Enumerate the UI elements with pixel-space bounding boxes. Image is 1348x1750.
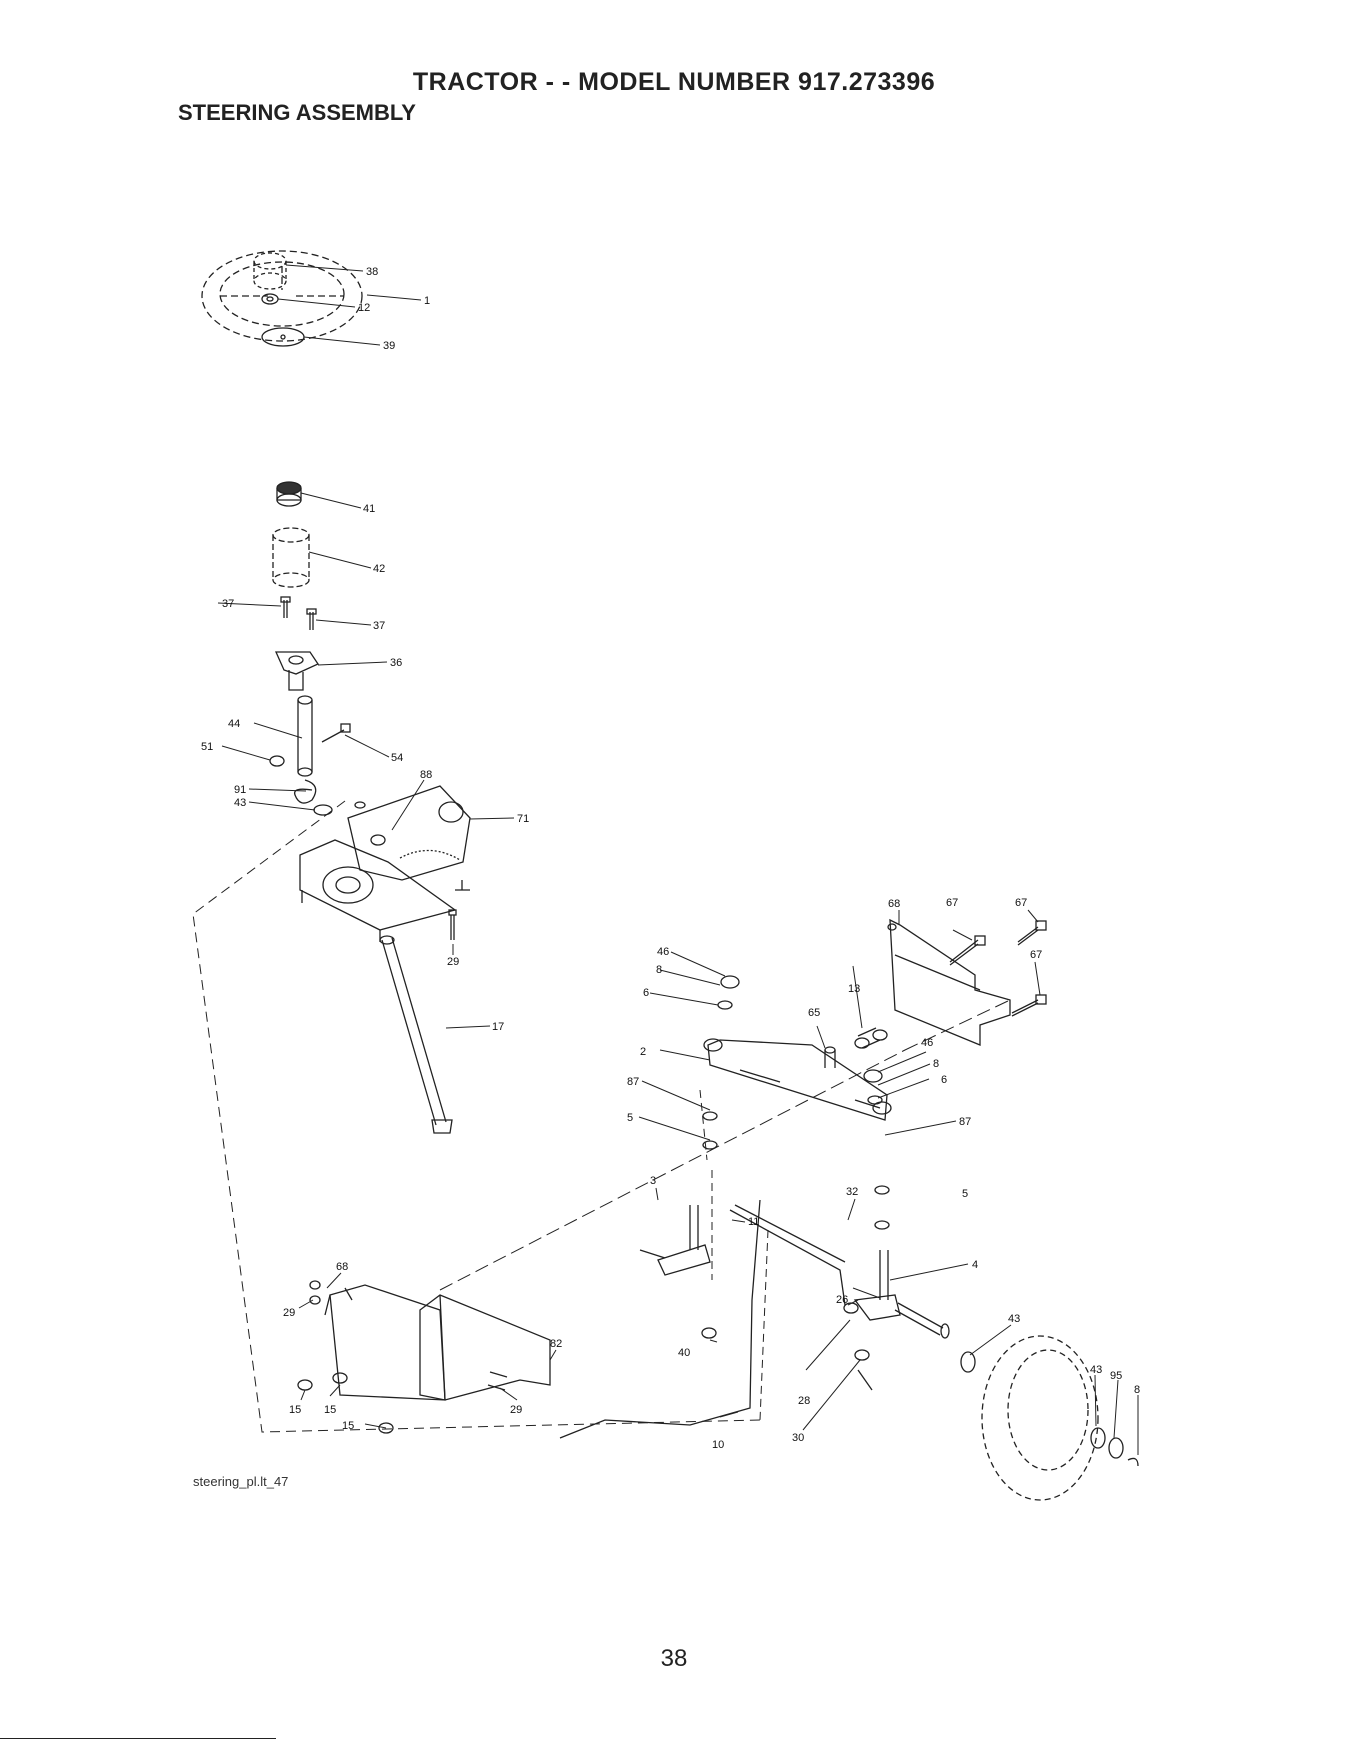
callout-10: 10 [712, 1439, 724, 1451]
callout-39: 39 [383, 340, 395, 352]
washer-part [262, 328, 304, 346]
callout-46-lower: 46 [921, 1037, 933, 1049]
callout-29-upper: 29 [447, 956, 459, 968]
callout-28: 28 [798, 1395, 810, 1407]
callout-6-lower: 6 [941, 1074, 947, 1086]
callout-11: 11 [748, 1216, 759, 1228]
callout-65: 65 [808, 1007, 820, 1019]
callout-13: 13 [848, 983, 860, 995]
callout-38: 38 [366, 266, 378, 278]
callout-17: 17 [492, 1021, 504, 1033]
callout-6-upper: 6 [643, 987, 649, 999]
footer-rule [0, 1738, 276, 1739]
callout-8-lower: 8 [933, 1058, 939, 1070]
callout-8-right: 8 [1134, 1384, 1140, 1396]
pinion-gear-housing-part [300, 840, 470, 942]
callout-43-mid: 43 [1008, 1313, 1020, 1325]
callout-40: 40 [678, 1347, 690, 1359]
spindle-left-part [640, 1205, 710, 1275]
callout-87-left: 87 [627, 1076, 639, 1088]
axle-support-bracket-part [888, 920, 1010, 1045]
callout-88: 88 [420, 769, 432, 781]
callout-15-a: 15 [289, 1404, 301, 1416]
shoulder-bolts-part [281, 597, 316, 630]
callout-68-left: 68 [336, 1261, 348, 1273]
steering-shaft-part [298, 696, 312, 776]
bushing-part [855, 1028, 887, 1048]
steering-cap-part [254, 253, 286, 289]
callout-29-lower: 29 [510, 1404, 522, 1416]
callout-26: 26 [836, 1294, 848, 1306]
lock-nut-lower-part [702, 1328, 716, 1338]
callout-41: 41 [363, 503, 375, 515]
callout-43-lower: 43 [1090, 1364, 1102, 1376]
callout-68-right: 68 [888, 898, 900, 910]
steering-column-sleeve-part [273, 528, 309, 587]
flange-bearing-part [276, 652, 318, 690]
callout-36: 36 [390, 657, 402, 669]
callout-42: 42 [373, 563, 385, 575]
callout-67-b: 67 [1015, 897, 1027, 909]
callout-1: 1 [424, 295, 430, 307]
callout-5-left: 5 [627, 1112, 633, 1124]
callout-15-b: 15 [324, 1404, 336, 1416]
callout-8-upper: 8 [656, 964, 662, 976]
callout-91: 91 [234, 784, 246, 796]
hairpin-clip-part [295, 780, 316, 803]
steering-adapter-part [277, 482, 301, 506]
callout-95: 95 [1110, 1370, 1122, 1382]
callout-3: 3 [650, 1175, 656, 1187]
callout-12: 12 [358, 302, 370, 314]
bolt-part [449, 910, 456, 940]
callout-54: 54 [391, 752, 403, 764]
callout-71: 71 [517, 813, 529, 825]
drag-link-part [380, 936, 452, 1133]
callout-87-right: 87 [959, 1116, 971, 1128]
callout-5-right: 5 [962, 1188, 968, 1200]
callout-29-left: 29 [283, 1307, 295, 1319]
callout-44: 44 [228, 718, 240, 730]
callout-2: 2 [640, 1046, 646, 1058]
drag-link-rod-part [560, 1200, 760, 1438]
hex-bolt-part [322, 724, 350, 742]
wheel-part [982, 1336, 1098, 1500]
front-axle-part [704, 1039, 891, 1120]
callout-67-c: 67 [1030, 949, 1042, 961]
callout-51: 51 [201, 741, 213, 753]
callout-37-left: 37 [222, 598, 234, 610]
steering-sector-gear-part [348, 786, 470, 880]
callout-4: 4 [972, 1259, 978, 1271]
callout-30: 30 [792, 1432, 804, 1444]
page-number: 38 [0, 1645, 1348, 1673]
assembly-outline [193, 801, 760, 1432]
callout-46-upper: 46 [657, 946, 669, 958]
callout-43-upper: 43 [234, 797, 246, 809]
callout-37-right: 37 [373, 620, 385, 632]
callout-15-c: 15 [342, 1420, 354, 1432]
callout-67-a: 67 [946, 897, 958, 909]
callout-82: 82 [550, 1338, 562, 1350]
lock-nut-part [270, 756, 284, 766]
flat-washer-part [314, 805, 332, 815]
figure-id: steering_pl.lt_47 [193, 1474, 288, 1489]
leader-lines [218, 265, 1138, 1455]
callout-32: 32 [846, 1186, 858, 1198]
